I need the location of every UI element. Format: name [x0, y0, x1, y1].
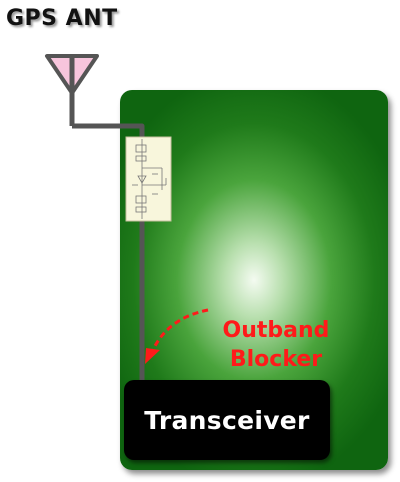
outband-blocker-label: Outband Blocker [206, 316, 346, 374]
transceiver-label: Transceiver [144, 405, 310, 435]
antenna-icon [45, 54, 99, 126]
blocker-line-2: Blocker [229, 347, 323, 372]
transceiver-block: Transceiver [124, 380, 330, 460]
blocker-line-1: Outband [222, 318, 330, 343]
diagram-title: GPS ANT [6, 6, 118, 31]
blocker-arrow-icon [145, 308, 209, 364]
rf-trace [72, 123, 145, 382]
filter-module [125, 136, 172, 222]
